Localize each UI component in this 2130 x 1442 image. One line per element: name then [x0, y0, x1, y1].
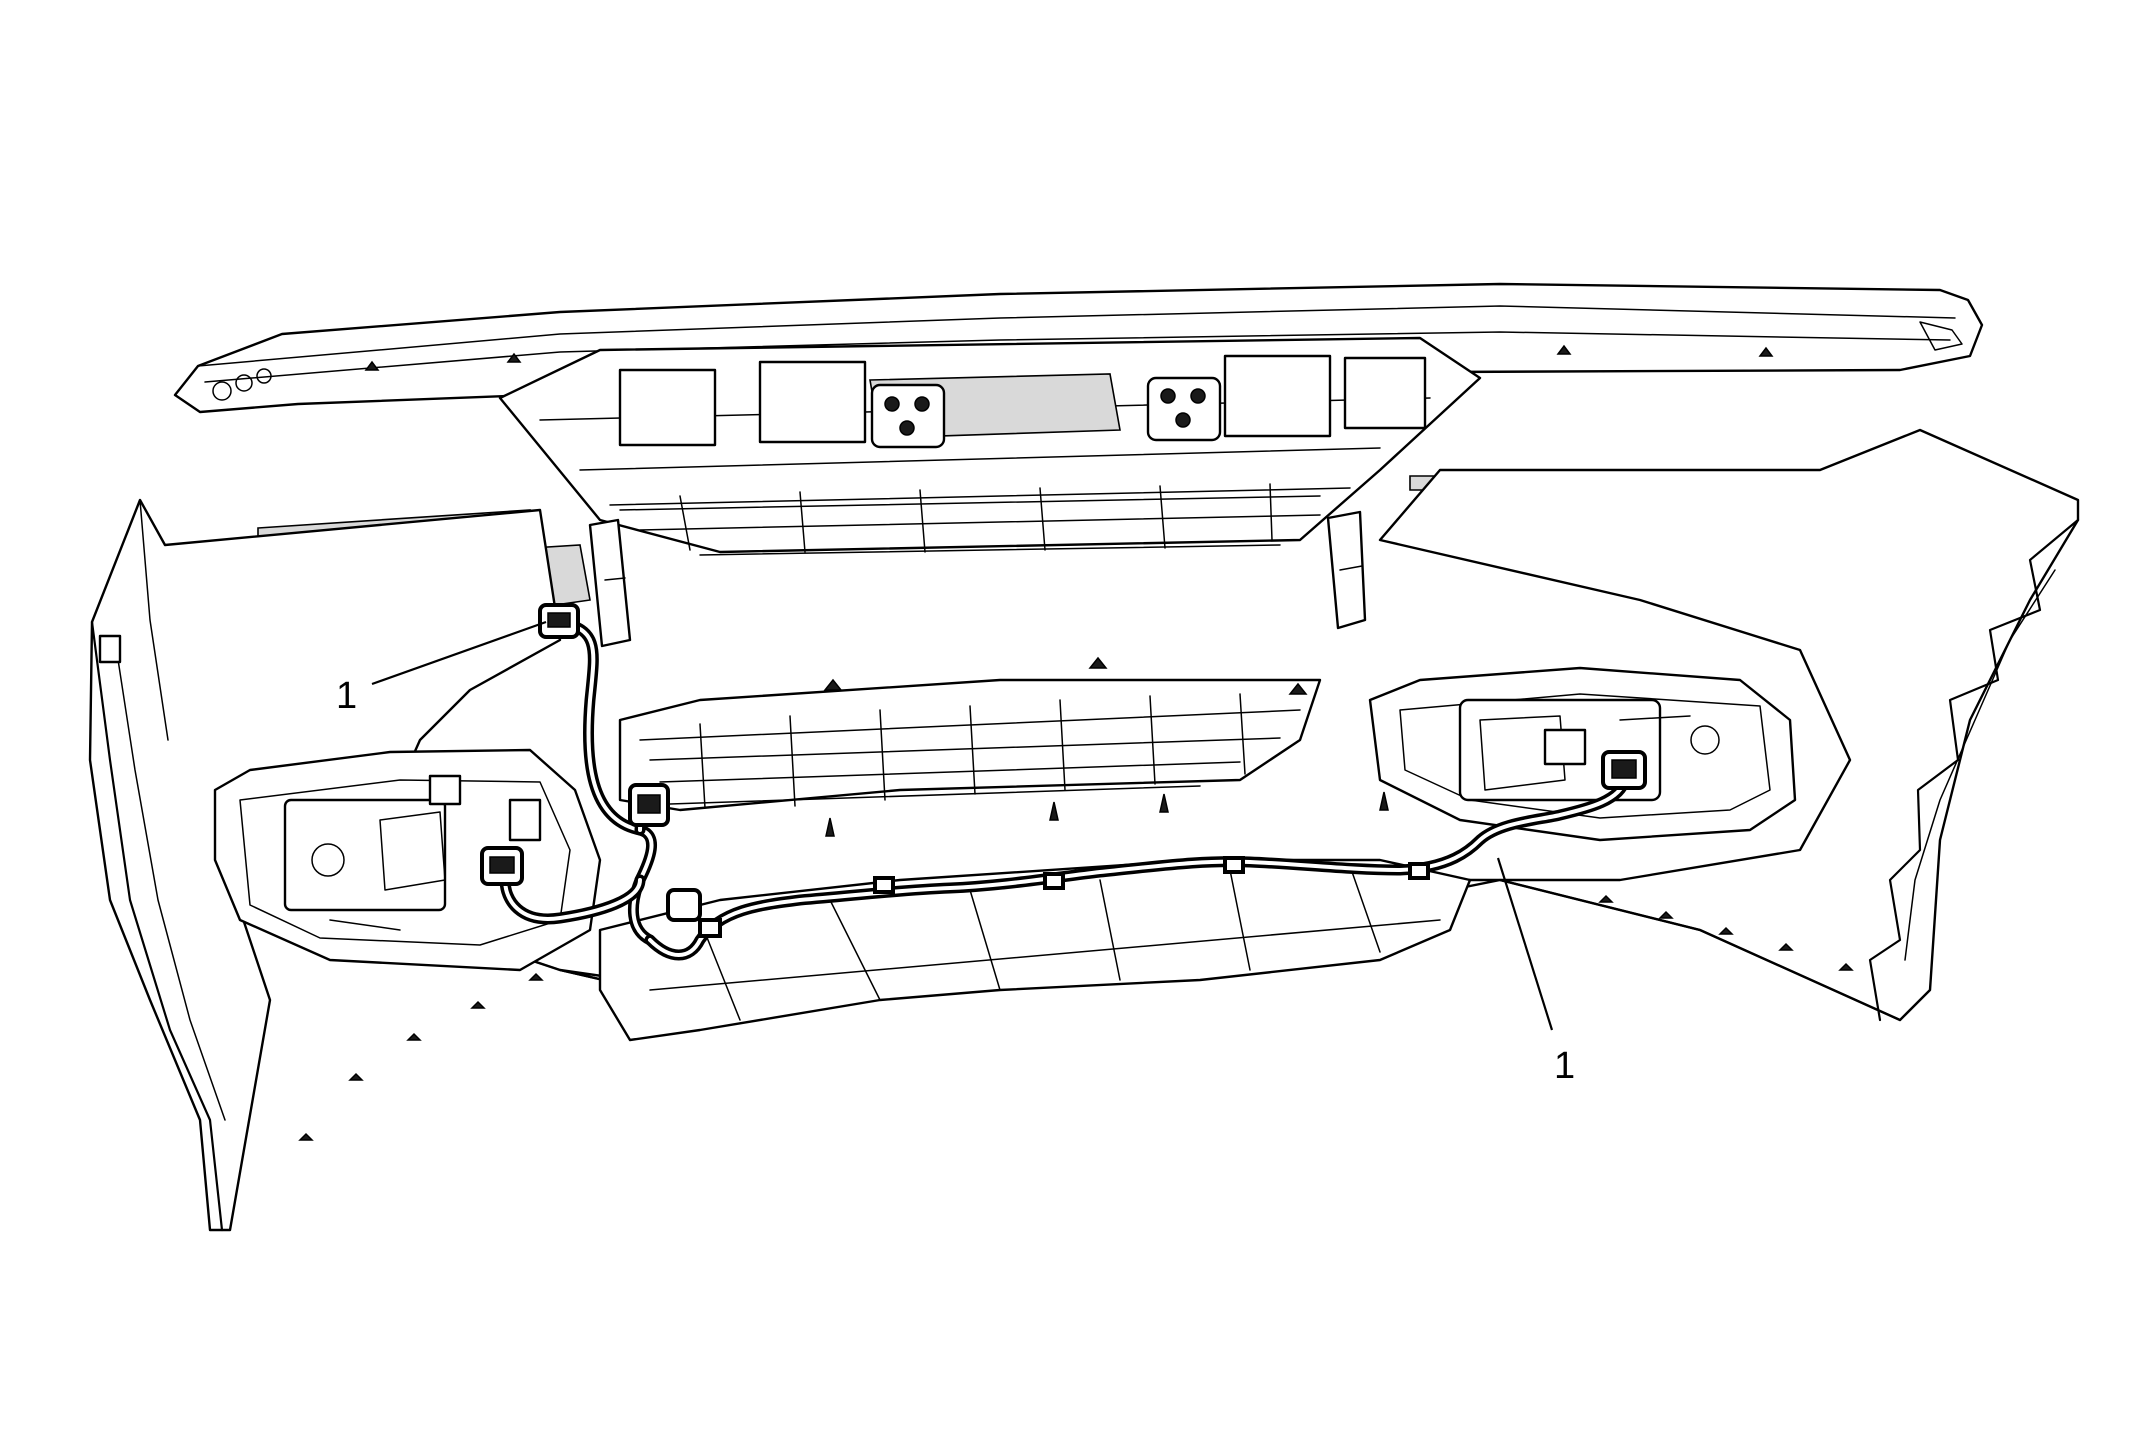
callout-1-left: 1 — [336, 620, 547, 717]
callout-label: 1 — [336, 675, 357, 717]
connector-left-fog — [480, 846, 524, 886]
connector-grille — [628, 783, 670, 827]
connector-top — [538, 603, 580, 639]
lower-grille — [618, 656, 1322, 812]
connector-right-fog — [1601, 750, 1647, 790]
rail-fasteners — [364, 344, 1774, 371]
bottom-lip-clips — [298, 894, 1854, 1141]
sensor-mount-left — [870, 383, 946, 449]
lower-skid-plate — [598, 791, 1472, 1042]
bumper-fascia — [88, 428, 2080, 1232]
callout-label: 1 — [1554, 1045, 1575, 1087]
upper-grille-slats — [609, 483, 1351, 556]
callout-1-right: 1 — [1496, 857, 1575, 1087]
connector-sensor — [666, 888, 702, 922]
harness-clips — [698, 856, 1430, 938]
left-fog-lamp-pocket — [213, 748, 602, 972]
wiring-harness — [480, 603, 1647, 961]
sensor-mount-right — [1146, 376, 1222, 442]
